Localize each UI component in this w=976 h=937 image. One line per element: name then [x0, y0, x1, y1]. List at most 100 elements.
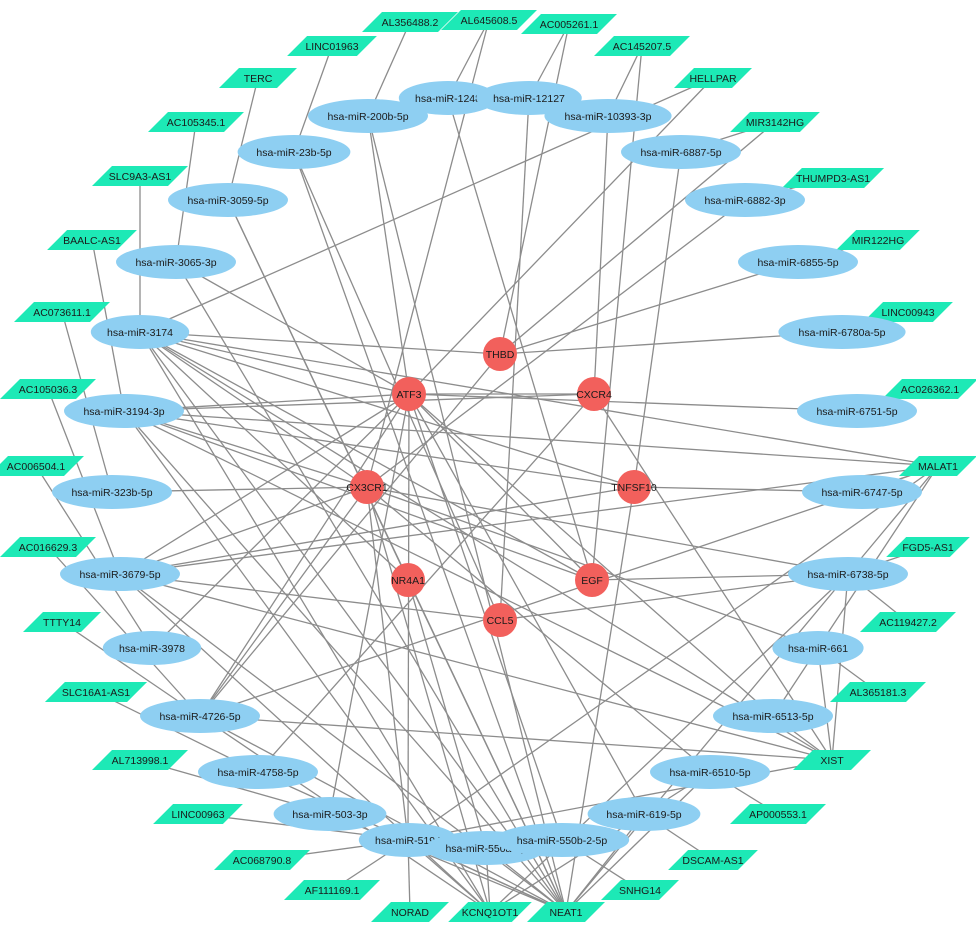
mirna-node-hsa-mir-6738-5p[interactable]: hsa-miR-6738-5p — [788, 557, 908, 591]
mirna-node-hsa-mir-3679-5p[interactable]: hsa-miR-3679-5p — [60, 557, 180, 591]
mirna-label: hsa-miR-550b-2-5p — [517, 835, 608, 847]
gene-shape — [575, 563, 609, 597]
mirna-node-hsa-mir-619-5p[interactable]: hsa-miR-619-5p — [587, 797, 701, 831]
mirna-node-hsa-mir-6510-5p[interactable]: hsa-miR-6510-5p — [650, 755, 770, 789]
lncrna-label: SLC9A3-AS1 — [109, 171, 172, 183]
lncrna-node-al645608-5[interactable]: AL645608.5 — [441, 10, 537, 30]
lncrna-node-mir3142hg[interactable]: MIR3142HG — [730, 112, 820, 132]
mirna-node-hsa-mir-3978[interactable]: hsa-miR-3978 — [102, 631, 202, 665]
lncrna-node-linc01963[interactable]: LINC01963 — [287, 36, 377, 56]
lncrna-node-norad[interactable]: NORAD — [371, 902, 449, 922]
edge-malat1-to-hsa-mir-4726-5p — [199, 465, 939, 717]
lncrna-node-ac105345-1[interactable]: AC105345.1 — [148, 112, 244, 132]
gene-node-cx3cr1[interactable]: CX3CR1 — [346, 470, 388, 504]
lncrna-node-neat1[interactable]: NEAT1 — [527, 902, 605, 922]
lncrna-node-al713998-1[interactable]: AL713998.1 — [92, 750, 188, 770]
mirna-node-hsa-mir-23b-5p[interactable]: hsa-miR-23b-5p — [237, 135, 351, 169]
lncrna-node-af111169-1[interactable]: AF111169.1 — [284, 880, 380, 900]
lncrna-node-linc00943[interactable]: LINC00943 — [863, 302, 953, 322]
lncrna-node-thumpd3-as1[interactable]: THUMPD3-AS1 — [781, 168, 885, 188]
lncrna-node-al356488-2[interactable]: AL356488.2 — [362, 12, 458, 32]
lncrna-node-baalc-as1[interactable]: BAALC-AS1 — [47, 230, 137, 250]
mirna-node-hsa-mir-6513-5p[interactable]: hsa-miR-6513-5p — [713, 699, 833, 733]
lncrna-node-hellpar[interactable]: HELLPAR — [674, 68, 752, 88]
gene-node-atf3[interactable]: ATF3 — [392, 377, 426, 411]
lncrna-node-ac073611-1[interactable]: AC073611.1 — [14, 302, 110, 322]
lncrna-shape — [860, 612, 956, 632]
lncrna-node-ac026362-1[interactable]: AC026362.1 — [882, 379, 976, 399]
lncrna-node-ap000553-1[interactable]: AP000553.1 — [730, 804, 826, 824]
gene-node-ccl5[interactable]: CCL5 — [483, 603, 517, 637]
mirna-node-hsa-mir-6887-5p[interactable]: hsa-miR-6887-5p — [621, 135, 741, 169]
lncrna-label: AC105345.1 — [167, 117, 226, 129]
mirna-node-hsa-mir-3059-5p[interactable]: hsa-miR-3059-5p — [168, 183, 288, 217]
edge-hsa-mir-6855-5p-to-thbd — [499, 261, 799, 355]
gene-node-nr4a1[interactable]: NR4A1 — [391, 563, 425, 597]
mirna-node-hsa-mir-4758-5p[interactable]: hsa-miR-4758-5p — [198, 755, 318, 789]
lncrna-node-malat1[interactable]: MALAT1 — [899, 456, 976, 476]
lncrna-label: DSCAM-AS1 — [682, 855, 743, 867]
gene-node-tnfsf10[interactable]: TNFSF10 — [611, 470, 657, 504]
edge-malat1-to-hsa-mir-3679-5p — [119, 465, 939, 575]
lncrna-node-linc00963[interactable]: LINC00963 — [153, 804, 243, 824]
mirna-node-hsa-mir-10393-3p[interactable]: hsa-miR-10393-3p — [544, 99, 672, 133]
lncrna-shape — [674, 68, 752, 88]
edge-hsa-mir-6887-5p-to-tnfsf10 — [633, 151, 682, 488]
mirna-node-hsa-mir-200b-5p[interactable]: hsa-miR-200b-5p — [308, 99, 428, 133]
mirna-node-hsa-mir-6855-5p[interactable]: hsa-miR-6855-5p — [738, 245, 858, 279]
mirna-node-hsa-mir-1248[interactable]: hsa-miR-1248 — [398, 81, 498, 115]
lncrna-node-ac119427-2[interactable]: AC119427.2 — [860, 612, 956, 632]
lncrna-node-slc16a1-as1[interactable]: SLC16A1-AS1 — [44, 682, 148, 702]
mirna-node-hsa-mir-4726-5p[interactable]: hsa-miR-4726-5p — [140, 699, 260, 733]
mirna-node-hsa-mir-661[interactable]: hsa-miR-661 — [772, 631, 864, 665]
mirna-node-hsa-mir-6751-5p[interactable]: hsa-miR-6751-5p — [797, 394, 917, 428]
edge-hsa-mir-5194-to-cx3cr1 — [366, 486, 409, 841]
lncrna-node-ac006504-1[interactable]: AC006504.1 — [0, 456, 84, 476]
lncrna-node-fgd5-as1[interactable]: FGD5-AS1 — [886, 537, 970, 557]
edge-hsa-mir-3194-3p-to-tnfsf10 — [123, 410, 635, 488]
lncrna-node-al365181-3[interactable]: AL365181.3 — [830, 682, 926, 702]
gene-shape — [617, 470, 651, 504]
edge-hsa-mir-4758-5p-to-cxcr4 — [257, 393, 595, 773]
lncrna-node-slc9a3-as1[interactable]: SLC9A3-AS1 — [92, 166, 188, 186]
lncrna-node-snhg14[interactable]: SNHG14 — [601, 880, 679, 900]
lncrna-node-dscam-as1[interactable]: DSCAM-AS1 — [668, 850, 758, 870]
lncrna-node-ac105036-3[interactable]: AC105036.3 — [0, 379, 96, 399]
lncrna-node-kcnq1ot1[interactable]: KCNQ1OT1 — [448, 902, 532, 922]
lncrna-node-terc[interactable]: TERC — [219, 68, 297, 88]
lncrna-node-ac005261-1[interactable]: AC005261.1 — [521, 14, 617, 34]
mirna-node-hsa-mir-323b-5p[interactable]: hsa-miR-323b-5p — [52, 475, 172, 509]
mirna-node-hsa-mir-550b-2-5p[interactable]: hsa-miR-550b-2-5p — [494, 823, 630, 857]
mirna-node-hsa-mir-6747-5p[interactable]: hsa-miR-6747-5p — [802, 475, 922, 509]
mirna-node-hsa-mir-3065-3p[interactable]: hsa-miR-3065-3p — [116, 245, 236, 279]
edge-hsa-mir-503-3p-to-atf3 — [329, 393, 410, 815]
edge-xist-to-hsa-mir-661 — [817, 647, 833, 761]
mirna-label: hsa-miR-503-3p — [292, 809, 367, 821]
mirna-shape — [237, 135, 351, 169]
edge-hsa-mir-200b-5p-to-atf3 — [367, 115, 410, 395]
mirna-label: hsa-miR-4758-5p — [217, 767, 298, 779]
lncrna-shape — [148, 112, 244, 132]
lncrna-node-mir122hg[interactable]: MIR122HG — [836, 230, 920, 250]
lncrna-shape — [836, 230, 920, 250]
mirna-label: hsa-miR-10393-3p — [565, 111, 652, 123]
lncrna-label: SLC16A1-AS1 — [62, 687, 130, 699]
mirna-node-hsa-mir-3194-3p[interactable]: hsa-miR-3194-3p — [64, 394, 184, 428]
lncrna-label: KCNQ1OT1 — [462, 907, 519, 919]
lncrna-node-ac068790-8[interactable]: AC068790.8 — [214, 850, 310, 870]
mirna-node-hsa-mir-503-3p[interactable]: hsa-miR-503-3p — [273, 797, 387, 831]
gene-node-thbd[interactable]: THBD — [483, 337, 517, 371]
lncrna-label: AC026362.1 — [901, 384, 960, 396]
lncrna-node-ac016629-3[interactable]: AC016629.3 — [0, 537, 96, 557]
mirna-node-hsa-mir-6882-3p[interactable]: hsa-miR-6882-3p — [685, 183, 805, 217]
gene-label: EGF — [581, 575, 603, 587]
lncrna-shape — [886, 537, 970, 557]
mirna-node-hsa-mir-3174[interactable]: hsa-miR-3174 — [90, 315, 190, 349]
edge-hsa-mir-3174-to-cx3cr1 — [139, 331, 368, 488]
lncrna-node-xist[interactable]: XIST — [793, 750, 871, 770]
gene-node-cxcr4[interactable]: CXCR4 — [576, 377, 612, 411]
lncrna-node-ttty14[interactable]: TTTY14 — [23, 612, 101, 632]
lncrna-node-ac145207-5[interactable]: AC145207.5 — [594, 36, 690, 56]
gene-node-egf[interactable]: EGF — [575, 563, 609, 597]
mirna-node-hsa-mir-6780a-5p[interactable]: hsa-miR-6780a-5p — [778, 315, 906, 349]
